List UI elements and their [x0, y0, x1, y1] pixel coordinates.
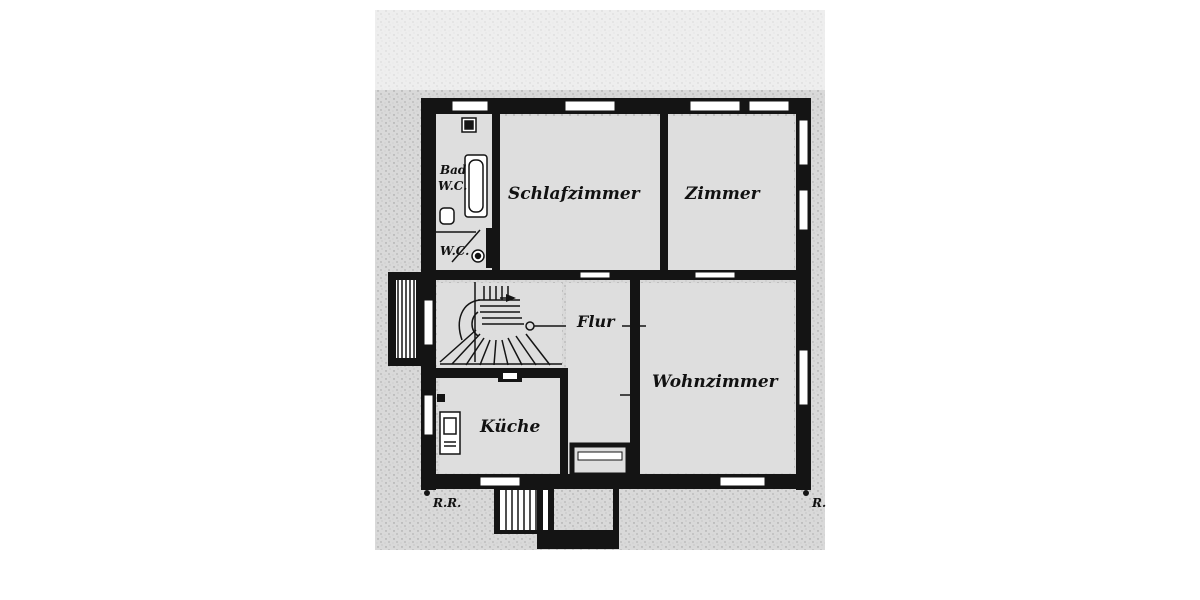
windows: [423, 100, 809, 487]
entrance-steps: [494, 483, 619, 549]
rain-pipe-right-icon: [803, 490, 809, 496]
staircase: [439, 282, 566, 366]
label-rain-pipe-right: R.: [811, 496, 826, 510]
label-wohnzimmer: Wohnzimmer: [652, 372, 779, 392]
entrance-vestibule: [569, 442, 631, 478]
label-kueche: Küche: [479, 417, 540, 437]
label-wc-upper: W.C.: [438, 179, 467, 193]
paper-top-fade: [375, 10, 825, 90]
doors: [620, 318, 646, 396]
label-wc-lower: W.C.: [440, 244, 469, 258]
label-bad: Bad: [439, 163, 467, 177]
rain-pipe-left-icon: [424, 490, 430, 496]
label-zimmer: Zimmer: [684, 184, 761, 204]
bathroom-fixtures: [436, 117, 496, 268]
room-floors: [436, 112, 794, 473]
label-rain-pipe-left: R.R.: [432, 496, 461, 510]
side-steps: [388, 272, 424, 366]
label-schlafzimmer: Schlafzimmer: [508, 184, 641, 204]
stair-arrow-icon: [506, 294, 516, 302]
kitchen-stove: [437, 370, 522, 455]
label-flur: Flur: [576, 312, 616, 331]
